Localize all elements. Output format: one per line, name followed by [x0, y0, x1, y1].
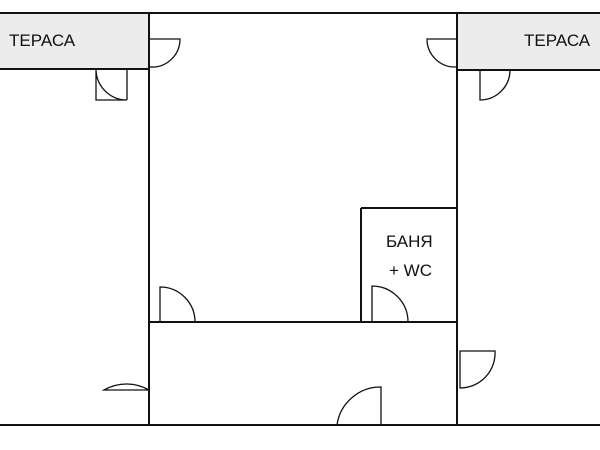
terrace-right-area: [457, 13, 600, 70]
wc-label: + WC: [389, 261, 432, 280]
bath-label: БАНЯ: [386, 232, 433, 251]
terrace-right-label: ТЕРАСА: [524, 31, 591, 50]
door-entrance: [336, 386, 382, 426]
door-top-left: [149, 38, 181, 68]
door-terrace-left: [95, 68, 128, 101]
terrace-left-label: ТЕРАСА: [9, 31, 76, 50]
door-left-room: [101, 346, 150, 392]
terrace-left-area: [0, 13, 149, 69]
door-room-center: [159, 286, 196, 323]
door-bath: [371, 285, 409, 323]
door-right-room: [459, 350, 496, 389]
doors: [95, 38, 511, 426]
door-top-right: [426, 38, 457, 68]
door-terrace-right: [479, 69, 511, 101]
